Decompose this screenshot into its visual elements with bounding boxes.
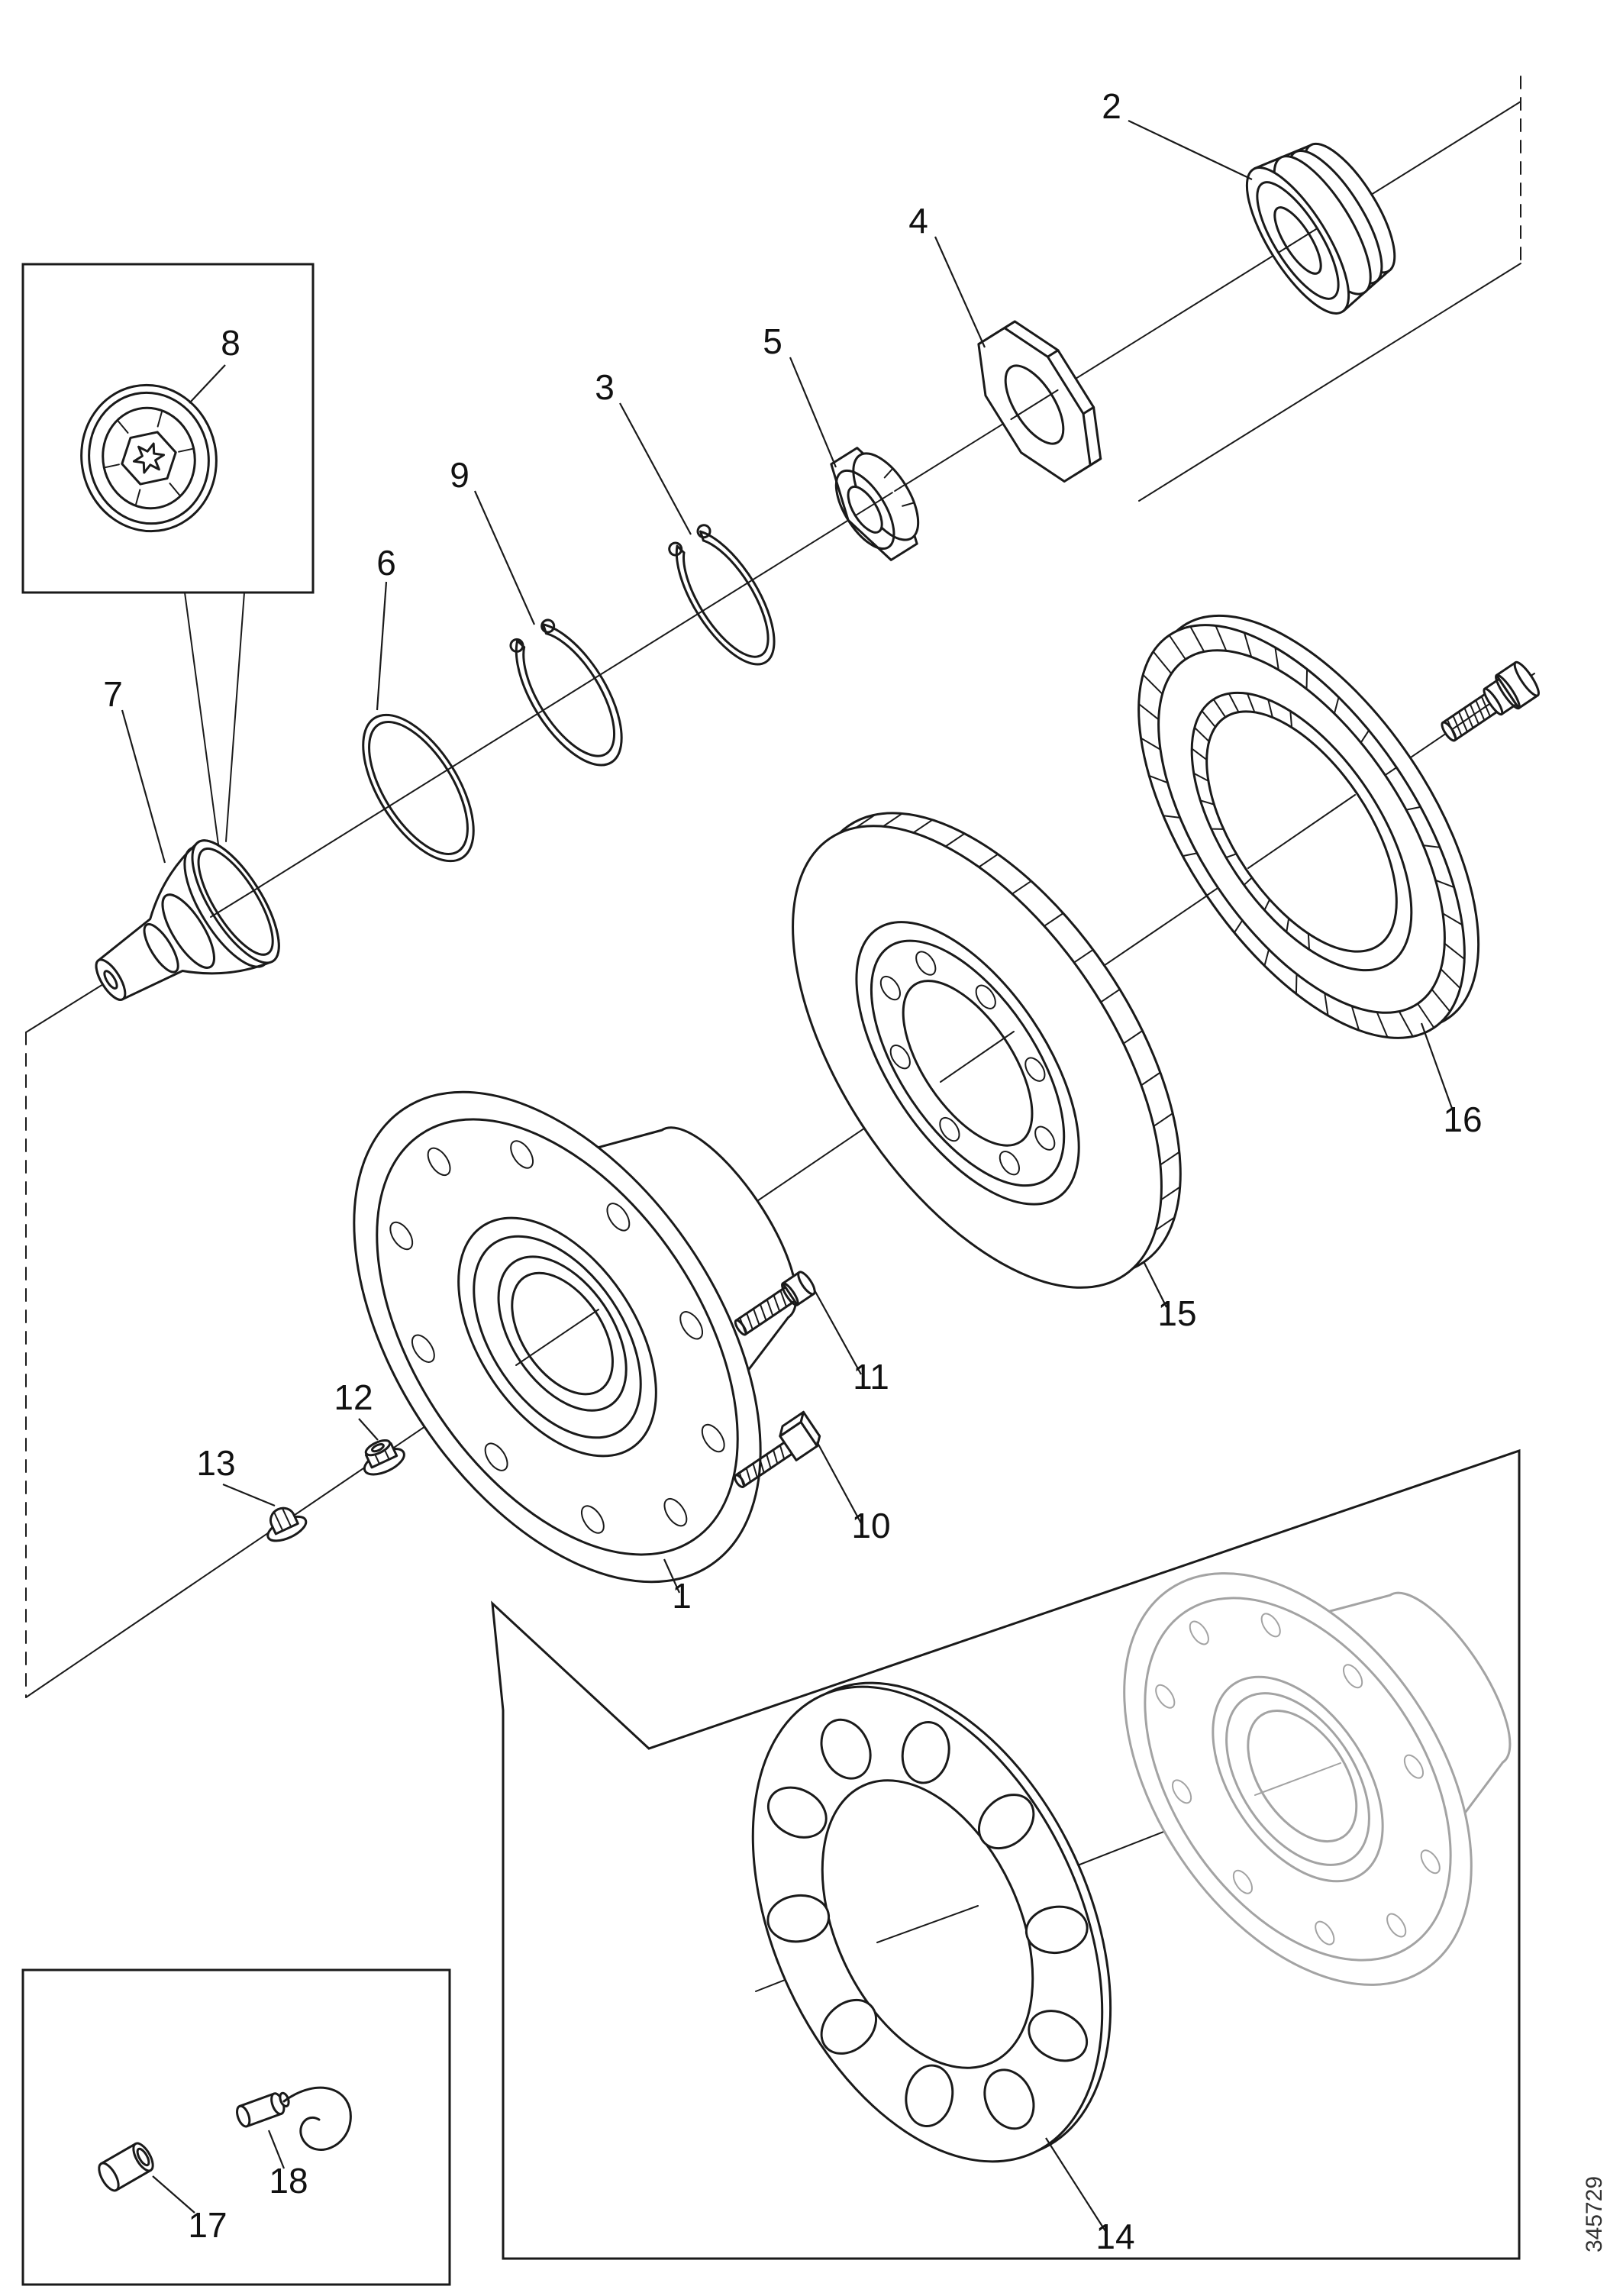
leader-17 — [152, 2175, 195, 2214]
callout-6: 6 — [376, 543, 396, 583]
callout-18: 18 — [269, 2161, 308, 2201]
axis-line-small-parts — [25, 101, 1521, 1033]
callout-8: 8 — [221, 323, 240, 363]
part-18-abs-sensor — [236, 2086, 352, 2151]
callout-9: 9 — [450, 455, 469, 495]
leader-13 — [222, 1483, 276, 1507]
part-9-snap-ring — [509, 618, 623, 767]
leader-1 — [663, 1558, 681, 1594]
wheel-stud-shaft — [1441, 660, 1540, 742]
callout-7: 7 — [103, 674, 123, 714]
part-10-square-head-bolt — [734, 1410, 821, 1488]
part-7-hub-cap — [95, 839, 280, 1001]
inset-box-cap-detail — [21, 263, 315, 594]
leader-2 — [1128, 120, 1253, 180]
detail-boundary-polygon — [491, 1448, 1521, 2260]
callout-leaders — [121, 120, 1456, 2232]
part-12-flange-nut — [363, 1439, 405, 1476]
part-6-o-ring — [362, 713, 475, 863]
callout-4: 4 — [908, 201, 928, 241]
leader-11 — [813, 1288, 862, 1375]
part-13-cap-nut — [266, 1506, 308, 1542]
callout-15: 15 — [1157, 1293, 1196, 1333]
part-2-bearing-bush — [1245, 142, 1396, 315]
callout-2: 2 — [1102, 86, 1121, 126]
callout-labels: 2 4 5 3 9 6 8 7 16 15 1 11 10 12 13 14 1… — [103, 86, 1482, 2256]
part-14-spacer-ring — [751, 1681, 1112, 2163]
leader-16 — [1420, 1022, 1456, 1116]
leader-12 — [358, 1418, 379, 1441]
torx-star-hole — [132, 442, 166, 474]
callout-16: 16 — [1443, 1100, 1482, 1139]
sensor-cable — [282, 2086, 352, 2151]
axis-line-secondary — [1138, 263, 1521, 502]
callout-14: 14 — [1095, 2217, 1134, 2256]
ghost-hub-reference — [1123, 1572, 1512, 1986]
part-11-stud-bolt — [734, 1271, 816, 1336]
part-17-sensor-bushing — [98, 2142, 154, 2192]
leader-7 — [121, 709, 166, 864]
callout-13: 13 — [196, 1443, 235, 1483]
leader-6 — [376, 581, 388, 711]
leader-10 — [816, 1441, 862, 1524]
inset-box-sensor-detail — [21, 1968, 451, 2286]
leader-3 — [619, 402, 692, 535]
inset-pointer-lines — [184, 592, 245, 845]
leader-5 — [789, 357, 837, 468]
leader-4 — [934, 236, 986, 348]
callout-3: 3 — [595, 367, 615, 407]
leader-15 — [1143, 1261, 1167, 1308]
leader-14 — [1045, 2137, 1106, 2232]
callout-1: 1 — [672, 1576, 692, 1616]
leader-9 — [473, 490, 536, 625]
axis-overlays — [210, 228, 1356, 1943]
callout-11: 11 — [853, 1357, 889, 1397]
leader-8 — [189, 364, 226, 404]
callout-17: 17 — [188, 2205, 227, 2245]
part-8-hub-cap-rear-view — [80, 383, 218, 533]
callout-12: 12 — [334, 1377, 373, 1417]
figure-number: 345729 — [1582, 2176, 1607, 2252]
leader-18 — [267, 2130, 286, 2169]
callout-10: 10 — [851, 1506, 890, 1545]
callout-5: 5 — [763, 321, 782, 361]
part-3-snap-ring — [668, 524, 776, 666]
